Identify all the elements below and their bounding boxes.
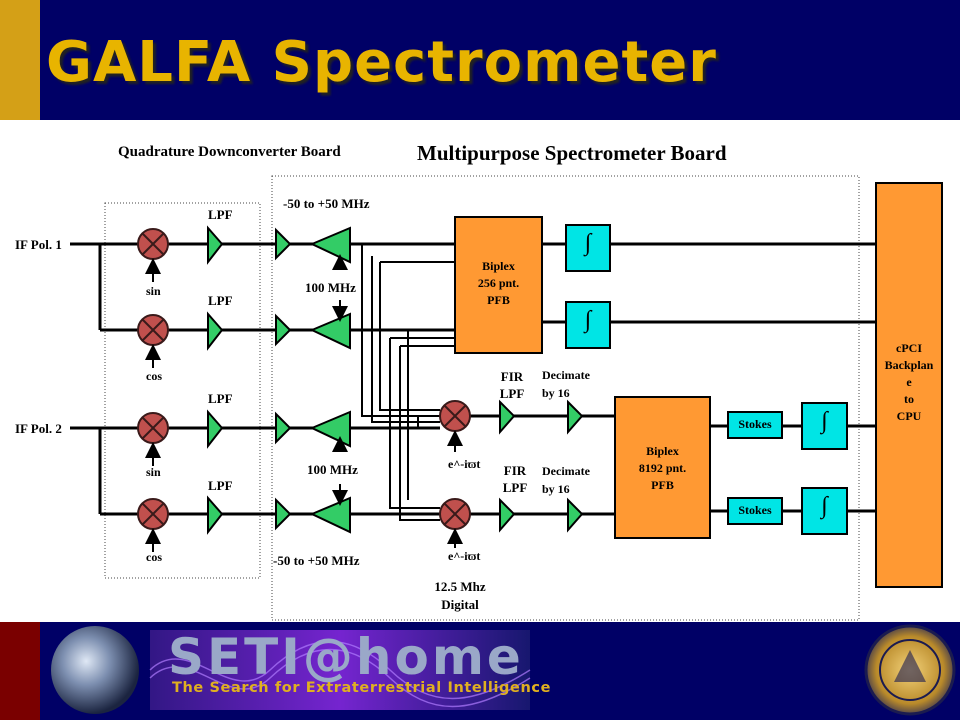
lo-label-cos: cos xyxy=(146,369,162,383)
lpf-label: LPF xyxy=(208,207,233,222)
integrator-symbol: ∫ xyxy=(821,493,828,519)
nco-label: e^-iϖt xyxy=(448,549,481,563)
amplifier-icons xyxy=(309,226,351,534)
stokes-blocks xyxy=(727,411,783,525)
integrator-icons xyxy=(565,224,848,535)
input-label-pol2: IF Pol. 2 xyxy=(15,421,62,436)
footer-graphics xyxy=(51,624,956,716)
lpf-icons xyxy=(207,225,224,535)
lpf-label: LPF xyxy=(208,391,233,406)
clock-label: 100 MHz xyxy=(305,280,356,295)
slide-title: GALFA Spectrometer xyxy=(46,30,717,95)
backplane-block xyxy=(875,182,943,588)
spectrometer-board-title: Multipurpose Spectrometer Board xyxy=(417,141,727,165)
lo-label-cos: cos xyxy=(146,550,162,564)
lo-label-sin: sin xyxy=(146,465,161,479)
stokes-label: Stokes xyxy=(738,503,772,517)
integrator-symbol: ∫ xyxy=(821,408,828,434)
lpf-label: LPF xyxy=(208,293,233,308)
lpf-label: LPF xyxy=(208,478,233,493)
downconverter-board-outline xyxy=(104,202,261,579)
integrator-symbol: ∫ xyxy=(584,230,592,256)
integrator-symbol: ∫ xyxy=(584,307,592,333)
freq-range-label: -50 to +50 MHz xyxy=(283,196,370,211)
mixer-icons xyxy=(137,228,471,530)
earth-icon xyxy=(51,626,139,714)
nco-label: e^-iϖt xyxy=(448,457,481,471)
footer-accent-bar xyxy=(0,622,40,720)
seti-tagline: The Search for Extraterrestrial Intellig… xyxy=(172,680,552,696)
downconverter-board-title: Quadrature Downconverter Board xyxy=(118,144,341,160)
clock-label: 100 MHz xyxy=(307,462,358,477)
header-accent-bar xyxy=(0,0,40,120)
pfb-256-block xyxy=(454,216,543,354)
header-band xyxy=(0,0,960,120)
spectrometer-board-outline xyxy=(271,175,860,621)
seti-logo-text: SETI@home xyxy=(168,628,524,686)
freq-range-label: -50 to +50 MHz xyxy=(273,553,360,568)
stokes-label: Stokes xyxy=(738,417,772,431)
input-label-pol1: IF Pol. 1 xyxy=(15,237,62,252)
pfb-8192-block xyxy=(614,396,711,539)
lo-label-sin: sin xyxy=(146,284,161,298)
